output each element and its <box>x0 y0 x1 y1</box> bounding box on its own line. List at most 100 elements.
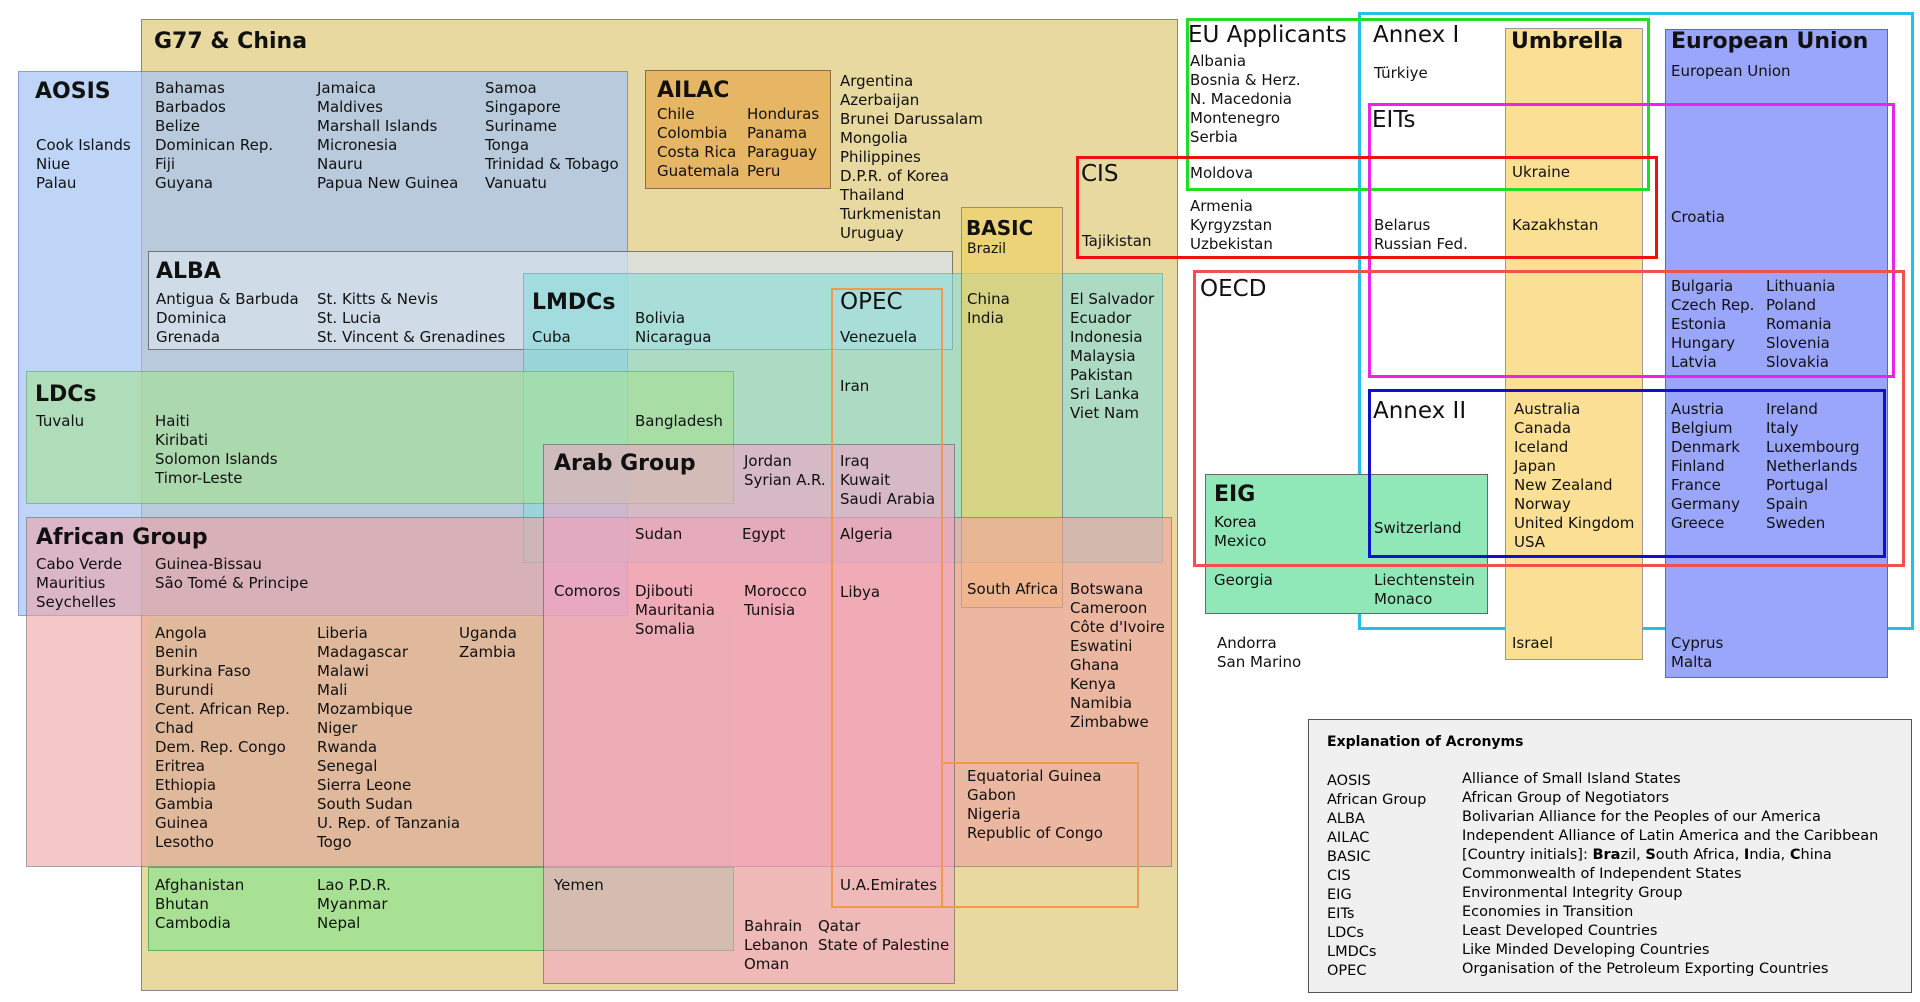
legend-definition-row: Economies in Transition <box>1462 904 1634 920</box>
member-list: Lithuania Poland Romania Slovenia Slovak… <box>1766 277 1836 371</box>
legend-definition-row: Bolivarian Alliance for the Peoples of o… <box>1462 809 1821 825</box>
member-list: Yemen <box>554 876 604 894</box>
member-list: Egypt <box>742 525 786 543</box>
eits-label: EITs <box>1372 107 1416 133</box>
member-list: Lao P.D.R. Myanmar Nepal <box>317 876 391 932</box>
member-list: Antigua & Barbuda Dominica Grenada <box>156 290 299 346</box>
annex2-label: Annex II <box>1373 398 1467 424</box>
legend-definition-row: Organisation of the Petroleum Exporting … <box>1462 961 1829 977</box>
member-list: Qatar State of Palestine <box>818 917 950 954</box>
lmdcs-label: LMDCs <box>532 290 616 315</box>
legend-definition-row: Environmental Integrity Group <box>1462 885 1683 901</box>
member-list: Angola Benin Burkina Faso Burundi Cent. … <box>155 624 290 851</box>
member-list: Austria Belgium Denmark Finland France G… <box>1671 400 1740 532</box>
arab-group-label: Arab Group <box>554 451 696 476</box>
member-list: Bahrain Lebanon Oman <box>744 917 809 973</box>
member-list: Morocco Tunisia <box>744 582 807 619</box>
legend-definition-row: Least Developed Countries <box>1462 923 1658 939</box>
member-list: Cabo Verde Mauritius Seychelles <box>36 555 123 611</box>
member-list: Djibouti Mauritania Somalia <box>635 582 715 638</box>
legend-initial: I <box>1743 847 1750 863</box>
member-list: Haiti Kiribati Solomon Islands Timor-Les… <box>155 412 278 487</box>
annex1-label: Annex I <box>1373 22 1460 48</box>
member-list: Ukraine <box>1512 163 1570 181</box>
european-union-label: European Union <box>1671 29 1869 54</box>
member-list: Bangladesh <box>635 412 723 430</box>
ldcs-label: LDCs <box>35 382 97 407</box>
member-list: Jordan Syrian A.R. <box>744 452 826 489</box>
legend-definition-row: Alliance of Small Island States <box>1462 771 1681 787</box>
member-list: U.A.Emirates <box>840 876 938 894</box>
annex2-box <box>1368 389 1886 558</box>
ailac-label: AILAC <box>657 78 730 103</box>
opec-label: OPEC <box>840 289 903 315</box>
member-list: Afghanistan Bhutan Cambodia <box>155 876 245 932</box>
member-list: Andorra San Marino <box>1217 634 1302 671</box>
aosis-label: AOSIS <box>35 79 111 104</box>
eig-box <box>1205 474 1488 614</box>
member-list: Cuba <box>532 328 571 346</box>
opec-africa-box <box>941 762 1139 908</box>
cis-label: CIS <box>1081 161 1119 187</box>
umbrella-box <box>1505 28 1643 660</box>
umbrella-label: Umbrella <box>1511 29 1624 54</box>
member-list: Kazakhstan <box>1512 216 1599 234</box>
member-list: Iran <box>840 377 870 395</box>
member-list: Argentina Azerbaijan Brunei Darussalam M… <box>840 72 983 242</box>
eits-box <box>1368 103 1895 378</box>
legend-definition-row: Independent Alliance of Latin America an… <box>1462 828 1879 844</box>
member-list: South Africa <box>967 580 1059 598</box>
alba-label: ALBA <box>156 259 221 284</box>
member-list: Liechtenstein Monaco <box>1374 571 1475 608</box>
member-list: Belarus Russian Fed. <box>1374 216 1468 253</box>
member-list: Jamaica Maldives Marshall Islands Micron… <box>317 79 459 192</box>
eu-applicants-label: EU Applicants <box>1188 22 1347 48</box>
member-list: Georgia <box>1214 571 1273 589</box>
member-list: El Salvador Ecuador Indonesia Malaysia P… <box>1070 290 1155 422</box>
legend-definition-row: African Group of Negotiators <box>1462 790 1670 806</box>
member-list: Libya <box>840 583 881 601</box>
member-list: Tuvalu <box>36 412 85 430</box>
member-list: Venezuela <box>840 328 918 346</box>
arab-group-box <box>543 444 955 984</box>
member-list: Switzerland <box>1374 519 1462 537</box>
eig-label: EIG <box>1214 482 1256 507</box>
member-list: European Union <box>1671 62 1791 80</box>
legend-initial: S <box>1645 847 1656 863</box>
legend-initial: Bra <box>1592 847 1621 863</box>
legend-initial: C <box>1789 847 1801 863</box>
member-list: Bolivia Nicaragua <box>635 309 712 346</box>
cis-box <box>1076 156 1658 259</box>
member-list: Ireland Italy Luxembourg Netherlands Por… <box>1766 400 1860 532</box>
opec-box <box>831 288 943 908</box>
legend-definition-row: Like Minded Developing Countries <box>1462 942 1710 958</box>
eu-box <box>1665 29 1888 678</box>
member-list: Armenia Kyrgyzstan Uzbekistan <box>1190 197 1273 253</box>
member-list: Chile Colombia Costa Rica Guatemala <box>657 105 740 180</box>
member-list: Sudan <box>635 525 683 543</box>
oecd-label: OECD <box>1200 276 1267 302</box>
member-list: Moldova <box>1190 164 1254 182</box>
basic-label: BASIC <box>966 216 1034 240</box>
member-list: Algeria <box>840 525 893 543</box>
member-list: Samoa Singapore Suriname Tonga Trinidad … <box>485 79 619 192</box>
member-list: Cyprus Malta <box>1671 634 1724 671</box>
member-list: Cook Islands Niue Palau <box>36 136 131 192</box>
member-list: Guinea-Bissau São Tomé & Principe <box>155 555 309 592</box>
oecd-box <box>1193 270 1905 567</box>
member-list: Bulgaria Czech Rep. Estonia Hungary Latv… <box>1671 277 1755 371</box>
member-list: Botswana Cameroon Côte d'Ivoire Eswatini… <box>1070 580 1165 731</box>
legend-acronyms: AOSIS African Group ALBA AILAC BASIC CIS… <box>1327 773 1427 979</box>
member-list: China India <box>967 290 1010 327</box>
ailac-box <box>645 70 831 189</box>
member-list: Australia Canada Iceland Japan New Zeala… <box>1514 400 1635 551</box>
member-list: Israel <box>1512 634 1553 652</box>
member-list: Albania Bosnia & Herz. N. Macedonia Mont… <box>1190 52 1301 146</box>
member-list: Tajikistan <box>1082 232 1152 250</box>
member-list: Korea Mexico <box>1214 513 1267 550</box>
legend-definition-row: Commonwealth of Independent States <box>1462 866 1742 882</box>
member-list: St. Kitts & Nevis St. Lucia St. Vincent … <box>317 290 506 346</box>
member-list: Bahamas Barbados Belize Dominican Rep. F… <box>155 79 274 192</box>
legend-title: Explanation of Acronyms <box>1327 734 1524 750</box>
